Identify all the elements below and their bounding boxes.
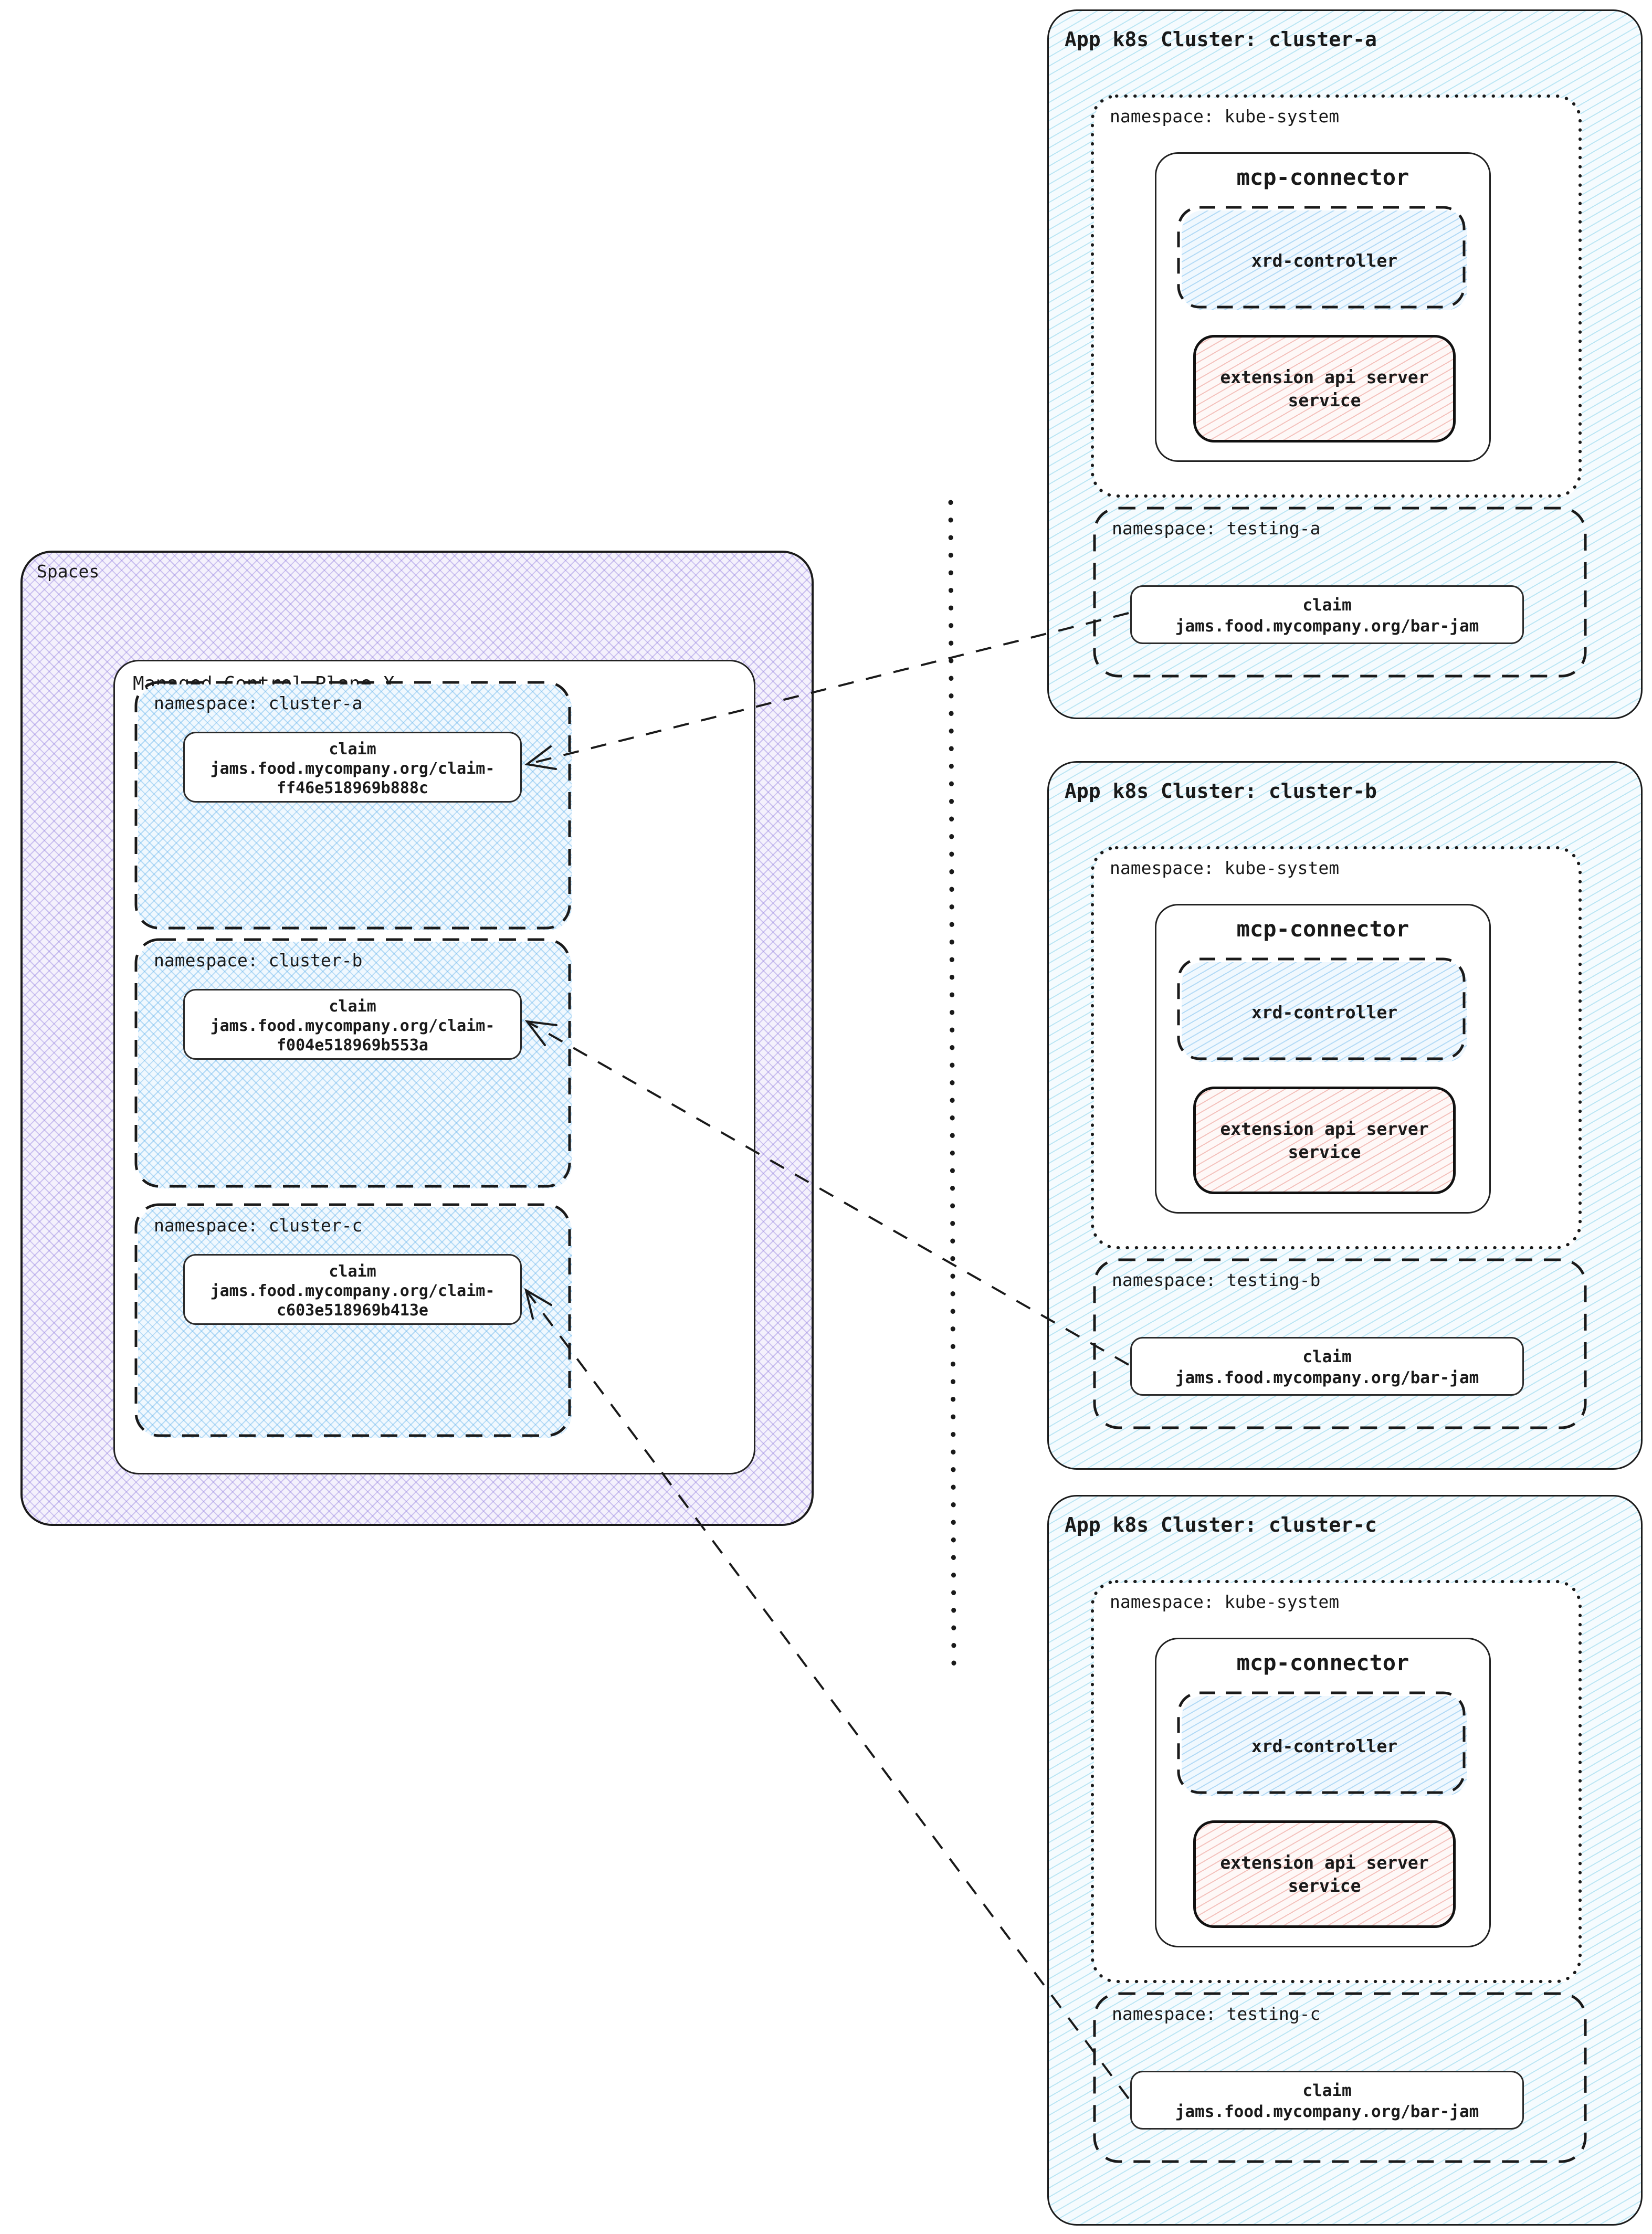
xrd-controller-box: xrd-controller bbox=[1182, 210, 1467, 310]
sync-boundary-dotted-line bbox=[948, 500, 956, 1673]
claim-path: jams.food.mycompany.org/claim- bbox=[210, 1017, 495, 1035]
kube-system-label: namespace: kube-system bbox=[1110, 858, 1340, 878]
cluster-b-title: App k8s Cluster: cluster-b bbox=[1065, 779, 1377, 803]
mcp-connector-box: mcp-connector xrd-controller extension a… bbox=[1155, 904, 1491, 1214]
cluster-a-kube-system-box: namespace: kube-system mcp-connector xrd… bbox=[1094, 98, 1582, 498]
mcp-connector-label: mcp-connector bbox=[1236, 164, 1409, 190]
cluster-a-box: App k8s Cluster: cluster-a namespace: ku… bbox=[1047, 9, 1643, 719]
cluster-a-title: App k8s Cluster: cluster-a bbox=[1065, 28, 1377, 51]
cluster-c-kube-system-box: namespace: kube-system mcp-connector xrd… bbox=[1094, 1583, 1582, 1983]
namespace-cluster-c-label: namespace: cluster-c bbox=[154, 1215, 363, 1236]
extension-api-server-box: extension api server service bbox=[1193, 1820, 1456, 1928]
claim-path: jams.food.mycompany.org/claim- bbox=[210, 760, 495, 778]
xrd-controller-box: xrd-controller bbox=[1182, 1696, 1467, 1796]
namespace-cluster-b-label: namespace: cluster-b bbox=[154, 950, 363, 971]
extension-api-server-label-line2: service bbox=[1288, 389, 1361, 410]
claim-value: jams.food.mycompany.org/bar-jam bbox=[1175, 2102, 1479, 2121]
xrd-controller-label: xrd-controller bbox=[1251, 1002, 1398, 1023]
claim-value: jams.food.mycompany.org/bar-jam bbox=[1175, 1368, 1479, 1387]
kube-system-label: namespace: kube-system bbox=[1110, 1592, 1340, 1612]
extension-api-server-box: extension api server service bbox=[1193, 1087, 1456, 1194]
extension-api-server-label-line2: service bbox=[1288, 1141, 1361, 1162]
cluster-b-box: App k8s Cluster: cluster-b namespace: ku… bbox=[1047, 761, 1643, 1470]
mcp-connector-box: mcp-connector xrd-controller extension a… bbox=[1155, 152, 1491, 462]
spaces-panel: Spaces Managed Control Plane X namespace… bbox=[20, 551, 814, 1526]
claim-id: c603e518969b413e bbox=[277, 1301, 428, 1320]
namespace-cluster-a-box: namespace: cluster-a claim jams.food.myc… bbox=[138, 684, 572, 930]
cluster-b-kube-system-box: namespace: kube-system mcp-connector xrd… bbox=[1094, 849, 1582, 1249]
cluster-c-box: App k8s Cluster: cluster-c namespace: ku… bbox=[1047, 1495, 1643, 2226]
extension-api-server-label-line1: extension api server bbox=[1220, 1852, 1429, 1873]
mcp-connector-box: mcp-connector xrd-controller extension a… bbox=[1155, 1638, 1491, 1947]
claim-box-cluster-a: claim jams.food.mycompany.org/claim- ff4… bbox=[183, 732, 522, 803]
claim-id: ff46e518969b888c bbox=[277, 779, 428, 797]
cluster-b-claim-box: claim jams.food.mycompany.org/bar-jam bbox=[1130, 1337, 1524, 1396]
extension-api-server-label-line1: extension api server bbox=[1220, 366, 1429, 387]
claim-title: claim bbox=[329, 1262, 376, 1281]
extension-api-server-label-line2: service bbox=[1288, 1875, 1361, 1896]
claim-box-cluster-b: claim jams.food.mycompany.org/claim- f00… bbox=[183, 989, 522, 1060]
claim-box-cluster-c: claim jams.food.mycompany.org/claim- c60… bbox=[183, 1254, 522, 1325]
namespace-cluster-b-box: namespace: cluster-b claim jams.food.myc… bbox=[138, 942, 572, 1188]
claim-title: claim bbox=[1302, 2081, 1352, 2100]
claim-path: jams.food.mycompany.org/claim- bbox=[210, 1282, 495, 1300]
xrd-controller-label: xrd-controller bbox=[1251, 250, 1398, 271]
mcp-connector-label: mcp-connector bbox=[1236, 916, 1409, 942]
mcp-connector-label: mcp-connector bbox=[1236, 1650, 1409, 1675]
spaces-label: Spaces bbox=[37, 561, 100, 582]
claim-title: claim bbox=[329, 997, 376, 1016]
testing-a-label: namespace: testing-a bbox=[1112, 518, 1321, 539]
namespace-cluster-c-box: namespace: cluster-c claim jams.food.myc… bbox=[138, 1207, 572, 1438]
xrd-controller-box: xrd-controller bbox=[1182, 962, 1467, 1062]
testing-b-label: namespace: testing-b bbox=[1112, 1270, 1321, 1290]
cluster-c-title: App k8s Cluster: cluster-c bbox=[1065, 1513, 1377, 1536]
claim-title: claim bbox=[1302, 596, 1352, 615]
xrd-controller-label: xrd-controller bbox=[1251, 1735, 1398, 1756]
claim-title: claim bbox=[329, 740, 376, 758]
extension-api-server-label-line1: extension api server bbox=[1220, 1118, 1429, 1139]
claim-value: jams.food.mycompany.org/bar-jam bbox=[1175, 617, 1479, 636]
namespace-cluster-a-label: namespace: cluster-a bbox=[154, 693, 363, 713]
cluster-a-claim-box: claim jams.food.mycompany.org/bar-jam bbox=[1130, 585, 1524, 644]
claim-title: claim bbox=[1302, 1347, 1352, 1366]
testing-c-label: namespace: testing-c bbox=[1112, 2004, 1321, 2024]
cluster-c-claim-box: claim jams.food.mycompany.org/bar-jam bbox=[1130, 2071, 1524, 2130]
extension-api-server-box: extension api server service bbox=[1193, 335, 1456, 442]
claim-id: f004e518969b553a bbox=[277, 1036, 428, 1055]
kube-system-label: namespace: kube-system bbox=[1110, 106, 1340, 127]
